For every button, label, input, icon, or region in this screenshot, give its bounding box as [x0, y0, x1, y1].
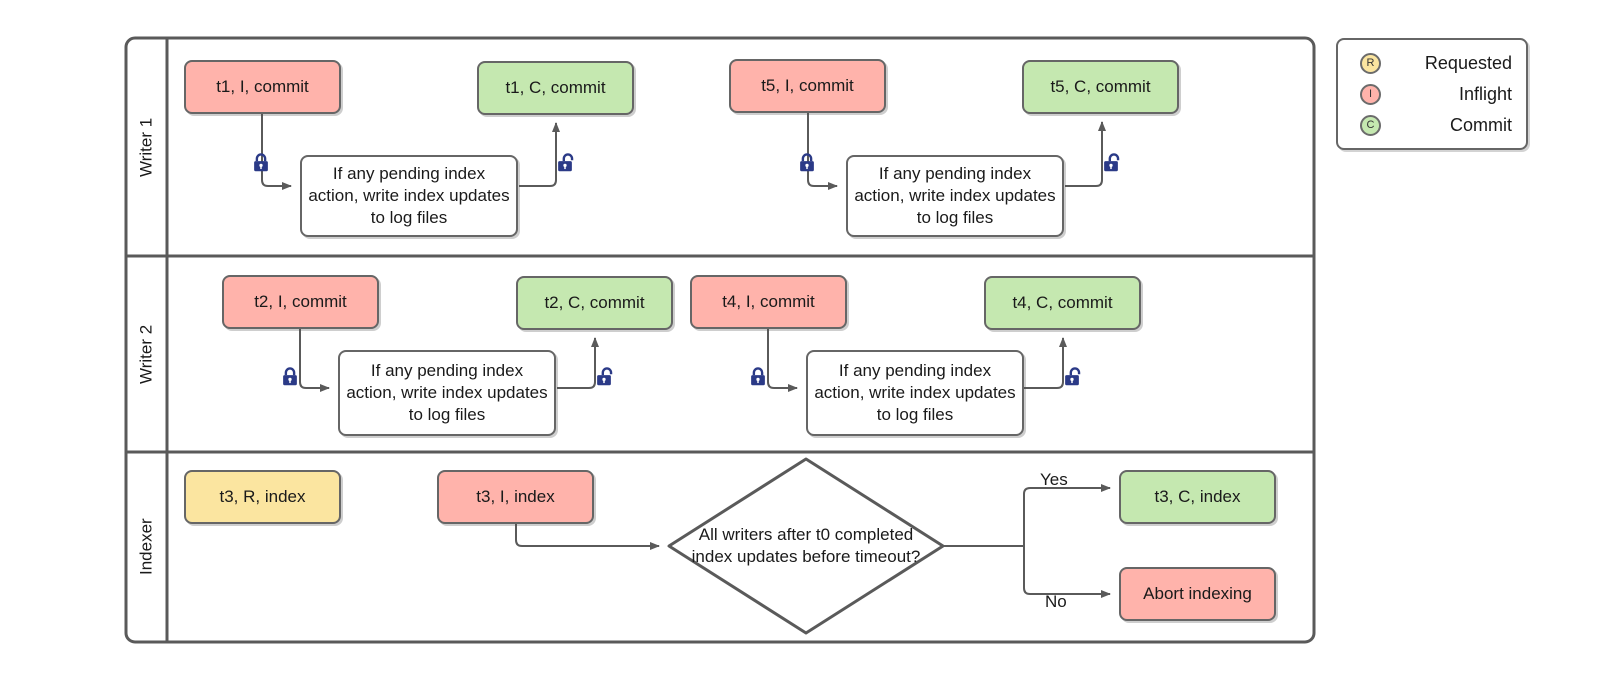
- lock-closed-icon: [254, 153, 268, 172]
- legend-panel: R Requested I Inflight C Commit: [1336, 38, 1528, 150]
- node-w2-t2-commit[interactable]: t2, C, commit: [516, 276, 673, 330]
- edge-w1-proc-to-t1c: [519, 122, 560, 187]
- legend-item-inflight: I Inflight: [1360, 80, 1512, 109]
- node-w1-t1-commit[interactable]: t1, C, commit: [477, 61, 634, 115]
- lane-label-writer1: Writer 1: [136, 117, 156, 177]
- node-w1-t1-inflight[interactable]: t1, I, commit: [184, 60, 341, 114]
- lane-label-writer2: Writer 2: [136, 324, 156, 384]
- node-w1-process-a[interactable]: If any pending index action, write index…: [300, 155, 518, 237]
- node-w1-process-b[interactable]: If any pending index action, write index…: [846, 155, 1064, 237]
- badge-requested-icon: R: [1360, 52, 1381, 74]
- legend-item-commit: C Commit: [1360, 111, 1512, 140]
- edge-label-yes: Yes: [1040, 470, 1068, 489]
- legend-label-inflight: Inflight: [1458, 83, 1512, 104]
- decision-diamond: [667, 457, 945, 635]
- edge-w2-t2i-to-proc: [299, 329, 330, 392]
- edge-w2-proc-to-t4c: [1024, 337, 1067, 389]
- legend-label-commit: Commit: [1450, 114, 1512, 135]
- node-w2-t4-commit[interactable]: t4, C, commit: [984, 276, 1141, 330]
- node-w1-t5-inflight[interactable]: t5, I, commit: [729, 59, 886, 113]
- node-w2-process-a[interactable]: If any pending index action, write index…: [338, 350, 556, 436]
- edge-label-no: No: [1045, 592, 1067, 611]
- badge-inflight-icon: I: [1360, 83, 1381, 105]
- lock-open-icon: [1065, 367, 1081, 386]
- legend-item-requested: R Requested: [1360, 49, 1512, 78]
- node-abort-indexing[interactable]: Abort indexing: [1119, 567, 1276, 621]
- legend-label-requested: Requested: [1424, 52, 1512, 73]
- node-w2-t4-inflight[interactable]: t4, I, commit: [690, 275, 847, 329]
- node-w2-process-b[interactable]: If any pending index action, write index…: [806, 350, 1024, 436]
- lock-open-icon: [558, 153, 574, 172]
- edge-w2-t4i-to-proc: [767, 329, 798, 392]
- edge-decision-no: [1023, 546, 1111, 598]
- node-indexer-t3-commit[interactable]: t3, C, index: [1119, 470, 1276, 524]
- edge-ix-t3i-to-decision: [515, 524, 660, 550]
- lock-open-icon: [1104, 153, 1120, 172]
- edge-w1-proc-to-t5c: [1065, 121, 1106, 187]
- node-indexer-t3-inflight[interactable]: t3, I, index: [437, 470, 594, 524]
- lane-label-indexer: Indexer: [136, 518, 156, 576]
- lock-closed-icon: [751, 367, 765, 386]
- edge-w1-t1i-to-proc: [261, 114, 292, 190]
- edge-decision-yes: [943, 484, 1111, 547]
- node-indexer-t3-requested[interactable]: t3, R, index: [184, 470, 341, 524]
- edge-w1-t5i-to-proc: [807, 113, 838, 190]
- lock-closed-icon: [800, 153, 814, 172]
- swimlane-frame: [124, 36, 1316, 644]
- node-w1-t5-commit[interactable]: t5, C, commit: [1022, 60, 1179, 114]
- badge-commit-icon: C: [1360, 114, 1381, 136]
- lock-closed-icon: [283, 367, 297, 386]
- node-w2-t2-inflight[interactable]: t2, I, commit: [222, 275, 379, 329]
- edge-w2-proc-to-t2c: [557, 337, 599, 389]
- lock-open-icon: [597, 367, 613, 386]
